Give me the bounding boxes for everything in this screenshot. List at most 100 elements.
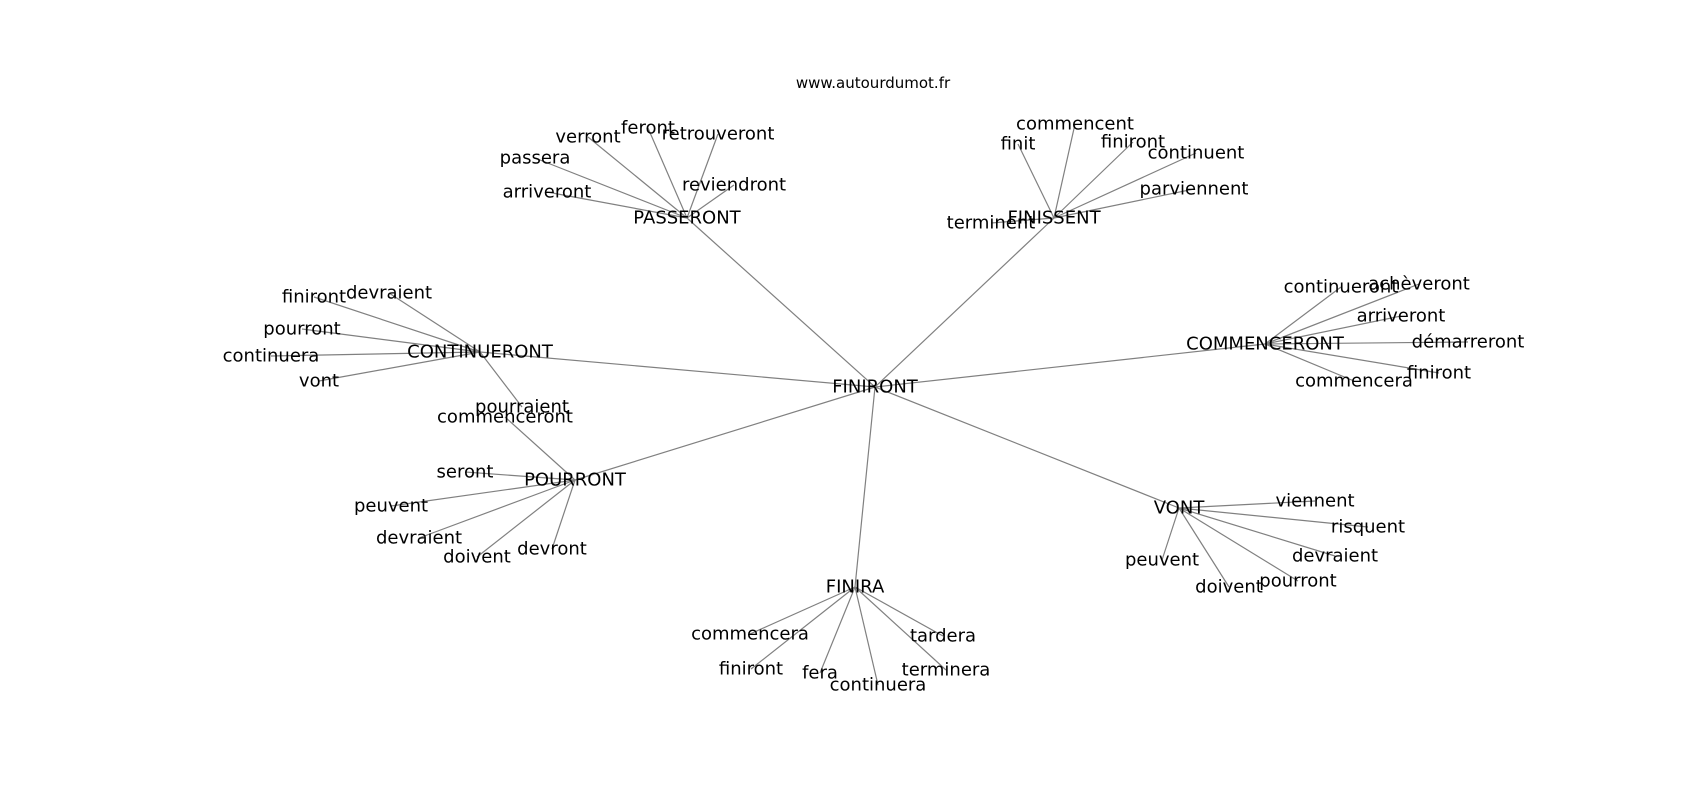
edge-center-finira xyxy=(854,386,876,588)
edge-pourront-seront xyxy=(464,471,576,481)
leaf-node-commenceront-continueront: continueront xyxy=(1284,277,1399,298)
hub-node-commenceront: COMMENCERONT xyxy=(1186,334,1345,355)
edge-continueront-pourraient xyxy=(479,351,523,408)
leaf-node-vont-pourront: pourront xyxy=(1259,571,1336,592)
leaf-node-pourront-commenceront: commenceront xyxy=(437,407,573,428)
edge-passeront-passera xyxy=(534,157,688,219)
edge-continueront-finiront xyxy=(313,296,481,353)
leaf-node-finissent-continuent: continuent xyxy=(1148,143,1245,164)
leaf-node-continueront-continuera: continuera xyxy=(223,346,320,367)
hub-node-finissent: FINISSENT xyxy=(1007,208,1101,229)
leaf-node-passeront-feront: feront xyxy=(621,118,675,139)
edge-vont-devraient xyxy=(1178,507,1336,557)
leaf-node-commenceront-commencera: commencera xyxy=(1295,371,1413,392)
edge-finissent-finit xyxy=(1017,143,1055,219)
leaf-node-commenceront-acheveront: achèveront xyxy=(1368,274,1470,295)
edge-passeront-retrouveront xyxy=(686,133,719,219)
edge-pourront-doivent xyxy=(476,479,576,558)
edge-center-pourront xyxy=(574,386,876,481)
leaf-node-pourront-doivent: doivent xyxy=(443,547,511,568)
edge-vont-peuvent xyxy=(1161,507,1180,561)
hub-node-finira: FINIRA xyxy=(826,577,885,598)
edge-finira-commencera xyxy=(749,586,856,635)
edge-finira-tardera xyxy=(854,586,944,637)
edge-passeront-reviendront xyxy=(686,184,735,219)
edge-finissent-commencent xyxy=(1053,123,1076,219)
edge-passeront-arriveront xyxy=(546,191,688,219)
edge-continueront-devraient xyxy=(388,292,481,353)
leaf-node-passeront-passera: passera xyxy=(500,148,571,169)
site-watermark: www.autourdumot.fr xyxy=(796,74,951,92)
leaf-node-continueront-devraient: devraient xyxy=(346,283,432,304)
edge-passeront-feront xyxy=(647,127,688,219)
edge-finissent-parviennent xyxy=(1053,188,1195,219)
leaf-node-commenceront-finiront: finiront xyxy=(1407,363,1471,384)
leaf-node-vont-devraient: devraient xyxy=(1292,546,1378,567)
edge-finissent-finiront xyxy=(1053,141,1134,219)
leaf-node-finira-tardera: tardera xyxy=(910,626,976,647)
edge-commenceront-demarreront xyxy=(1264,341,1469,345)
leaf-node-finira-commencera: commencera xyxy=(691,624,809,645)
edge-commenceront-arriveront xyxy=(1264,315,1402,345)
edge-continueront-pourront xyxy=(301,328,481,353)
edge-vont-doivent xyxy=(1178,507,1230,588)
edge-center-finissent xyxy=(874,217,1055,388)
center-node: FINIRONT xyxy=(832,377,919,398)
leaf-node-continueront-pourront: pourront xyxy=(263,319,340,340)
edge-finira-finiront xyxy=(750,586,856,670)
edge-finira-continuera xyxy=(854,586,879,686)
hub-node-vont: VONT xyxy=(1154,498,1206,519)
leaf-node-finissent-commencent: commencent xyxy=(1016,114,1134,135)
hub-node-pourront: POURRONT xyxy=(524,470,627,491)
edge-continueront-continuera xyxy=(270,351,481,357)
leaf-node-finissent-terminent: terminent xyxy=(947,213,1036,234)
hub-node-passeront: PASSERONT xyxy=(633,208,741,229)
leaf-node-passeront-verront: verront xyxy=(555,127,620,148)
edge-commenceront-continueront xyxy=(1264,286,1342,345)
leaf-node-pourront-devraient: devraient xyxy=(376,528,462,549)
leaf-node-vont-viennent: viennent xyxy=(1275,491,1354,512)
leaf-node-finissent-finiront: finiront xyxy=(1101,132,1165,153)
leaf-node-finira-fera: fera xyxy=(802,663,838,684)
leaf-node-finira-continuera: continuera xyxy=(830,675,927,696)
leaf-node-vont-peuvent: peuvent xyxy=(1125,550,1199,571)
edge-pourront-commenceront xyxy=(504,416,576,481)
edge-center-continueront xyxy=(479,351,876,388)
edge-vont-pourront xyxy=(1178,507,1299,582)
edge-center-commenceront xyxy=(874,343,1266,388)
edge-center-passeront xyxy=(686,217,876,388)
leaf-node-passeront-reviendront: reviendront xyxy=(682,175,786,196)
leaf-node-finissent-finit: finit xyxy=(1001,134,1036,155)
leaf-node-passeront-arriveront: arriveront xyxy=(503,182,592,203)
edge-pourront-devraient xyxy=(418,479,576,539)
edge-pourront-devront xyxy=(551,479,576,550)
hub-node-continueront: CONTINUERONT xyxy=(407,342,554,363)
leaf-node-vont-doivent: doivent xyxy=(1195,577,1263,598)
leaf-node-pourront-devront: devront xyxy=(517,539,587,560)
edge-commenceront-commencera xyxy=(1264,343,1355,382)
edge-commenceront-acheveront xyxy=(1264,283,1420,345)
edge-finira-fera xyxy=(819,586,856,674)
leaf-node-pourront-seront: seront xyxy=(437,462,494,483)
edges-layer xyxy=(270,123,1469,686)
edge-center-vont xyxy=(874,386,1180,509)
leaf-node-continueront-vont: vont xyxy=(299,371,339,392)
leaf-node-continueront-finiront: finiront xyxy=(282,287,346,308)
leaf-node-continueront-pourraient: pourraient xyxy=(475,397,569,418)
leaf-node-finissent-parviennent: parviennent xyxy=(1140,179,1249,200)
edge-finissent-continuent xyxy=(1053,152,1197,219)
edge-passeront-verront xyxy=(587,136,688,219)
leaf-node-finira-terminera: terminera xyxy=(902,660,991,681)
edge-finissent-terminent xyxy=(990,217,1055,224)
edge-vont-viennent xyxy=(1178,500,1316,509)
edge-pourront-peuvent xyxy=(390,479,576,507)
leaf-node-passeront-retrouveront: retrouveront xyxy=(662,124,775,145)
leaf-node-commenceront-demarreront: démarreront xyxy=(1412,332,1525,353)
leaf-node-commenceront-arriveront: arriveront xyxy=(1357,306,1446,327)
edge-continueront-vont xyxy=(318,351,481,382)
leaf-node-finira-finiront: finiront xyxy=(719,659,783,680)
leaf-node-vont-risquent: risquent xyxy=(1331,517,1405,538)
edge-commenceront-finiront xyxy=(1264,343,1440,374)
